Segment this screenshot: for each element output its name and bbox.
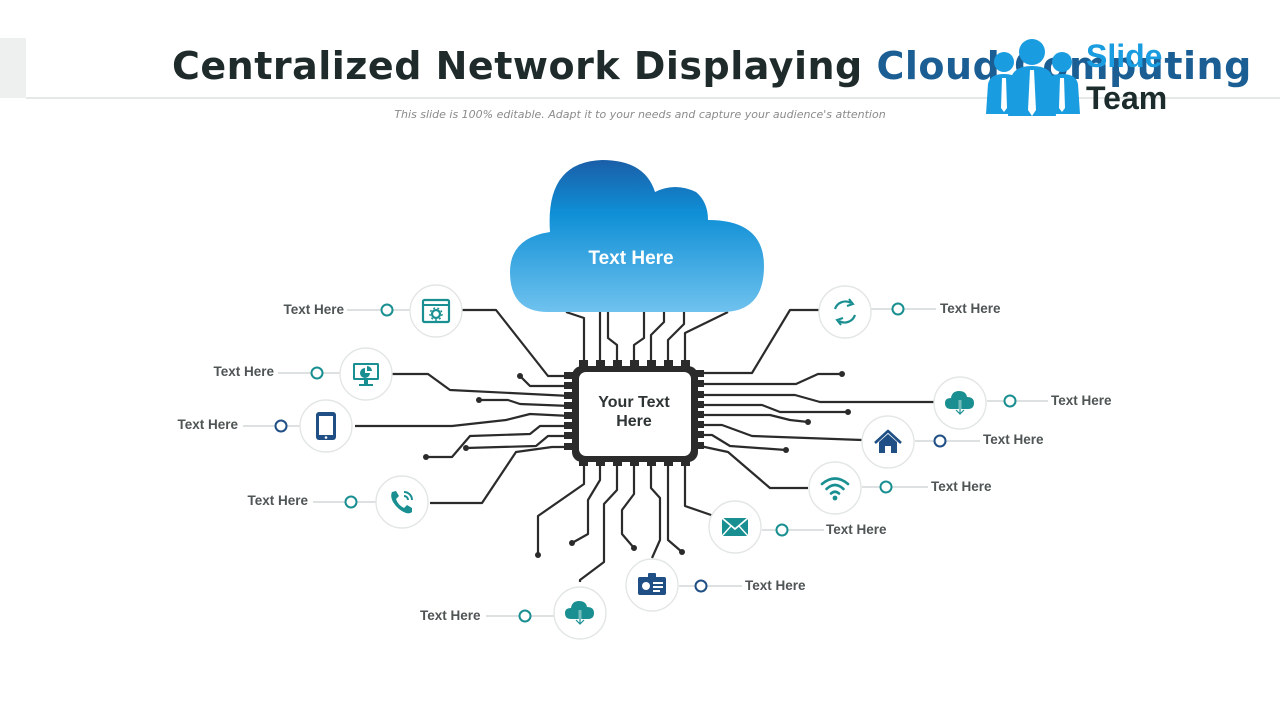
- slide-tab: [0, 38, 26, 98]
- processor-chip: [564, 360, 704, 466]
- node-label-monitor: Text Here: [213, 364, 274, 379]
- settings-window-icon: [421, 298, 451, 324]
- phone-call-icon: [391, 491, 413, 514]
- id-card-icon: [638, 573, 666, 595]
- node-label-tablet: Text Here: [177, 417, 238, 432]
- cloud-shape: [510, 160, 764, 312]
- node-label-cloud-download-right: Text Here: [1051, 393, 1112, 408]
- wifi-icon: [820, 477, 850, 501]
- logo-text-slide: Slide: [1086, 38, 1163, 74]
- node-label-mail: Text Here: [826, 522, 887, 537]
- node-label-phone: Text Here: [247, 493, 308, 508]
- node-label-cloud-download-bottom: Text Here: [420, 608, 481, 623]
- title-main: Centralized Network Displaying: [172, 44, 877, 88]
- node-label-home: Text Here: [983, 432, 1044, 447]
- node-label-wifi: Text Here: [931, 479, 992, 494]
- home-icon: [874, 429, 902, 453]
- node-label-sync: Text Here: [940, 301, 1001, 316]
- slideteam-logo: [986, 39, 1080, 116]
- cloud-download-icon: [565, 601, 594, 626]
- wire-end-dots: [423, 371, 851, 558]
- slide-subtitle: This slide is 100% editable. Adapt it to…: [394, 108, 886, 121]
- cloud-label: Text Here: [588, 248, 674, 269]
- node-label-id-card: Text Here: [745, 578, 806, 593]
- slide-title: Centralized Network Displaying Cloud Com…: [172, 44, 1252, 88]
- tablet-icon: [316, 412, 336, 440]
- mail-icon: [721, 517, 749, 537]
- cloud-download-icon: [945, 391, 974, 416]
- node-connectors: [243, 302, 1048, 623]
- monitor-chart-icon: [353, 363, 379, 386]
- logo-text-team: Team: [1086, 80, 1168, 116]
- circuit-wires: [355, 308, 936, 582]
- sync-icon: [833, 298, 857, 326]
- chip-label: Your Text Here: [598, 394, 670, 430]
- header-divider: [26, 97, 1280, 99]
- node-label-settings: Text Here: [283, 302, 344, 317]
